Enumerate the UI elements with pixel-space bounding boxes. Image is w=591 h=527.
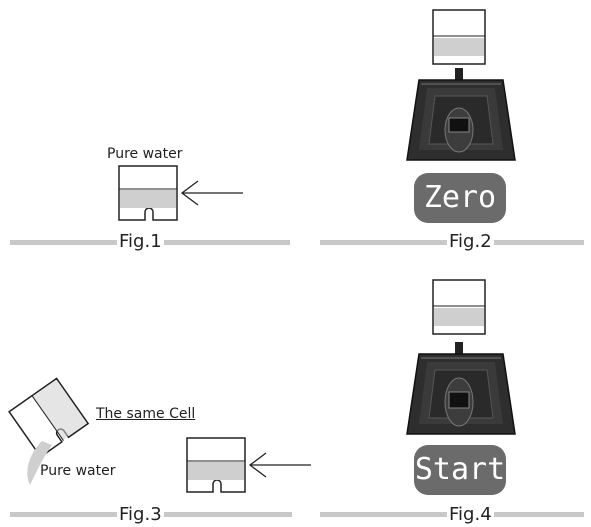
meter-device-icon xyxy=(406,353,516,435)
cuvette-icon xyxy=(8,377,90,458)
fig4-caption: Fig.4 xyxy=(447,504,494,525)
arrow-left-icon xyxy=(180,180,243,206)
fig1-cuvette-diagram xyxy=(118,165,243,221)
cuvette-icon xyxy=(118,165,178,221)
fig2-caption: Fig.2 xyxy=(447,231,494,252)
cuvette-icon xyxy=(432,279,486,335)
fig2-device-diagram xyxy=(406,9,516,161)
fig3-caption: Fig.3 xyxy=(117,504,164,525)
fig3-pure-water-label: Pure water xyxy=(40,463,116,479)
cuvette-icon xyxy=(186,437,246,493)
fig4-device-diagram xyxy=(406,279,516,435)
fig3-pouring-cuvette xyxy=(8,377,90,485)
fig1-caption: Fig.1 xyxy=(117,231,164,252)
fig3-cuvette-diagram xyxy=(186,437,311,493)
meter-device-icon xyxy=(406,79,516,161)
zero-button[interactable]: Zero xyxy=(414,173,506,223)
start-button[interactable]: Start xyxy=(414,445,506,495)
cuvette-icon xyxy=(432,9,486,65)
same-cell-label: The same Cell xyxy=(96,406,196,422)
water-stream xyxy=(27,441,52,485)
fig1-pure-water-label: Pure water xyxy=(107,146,183,162)
arrow-left-icon xyxy=(248,452,311,478)
